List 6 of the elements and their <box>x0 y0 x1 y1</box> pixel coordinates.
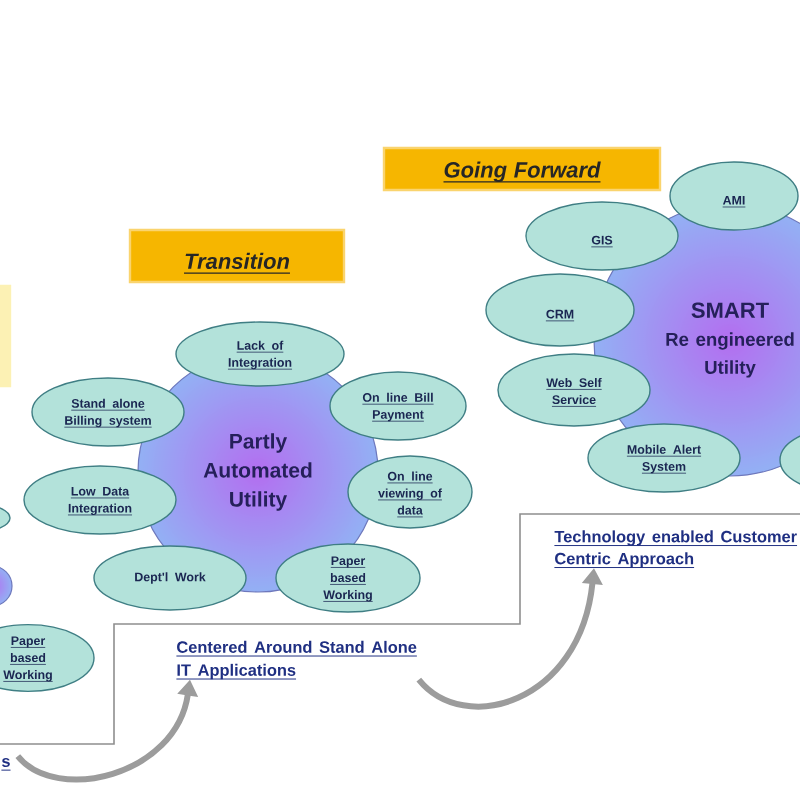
heading-banner <box>0 284 12 388</box>
caption: Centered Around Stand Alone IT Applications <box>175 640 418 680</box>
caption: Technology enabled Customer Centric Approach <box>553 530 798 568</box>
heading-banner: Going Forward <box>382 146 662 192</box>
heading-banner: Transition <box>128 228 346 284</box>
caption: s <box>0 758 11 771</box>
